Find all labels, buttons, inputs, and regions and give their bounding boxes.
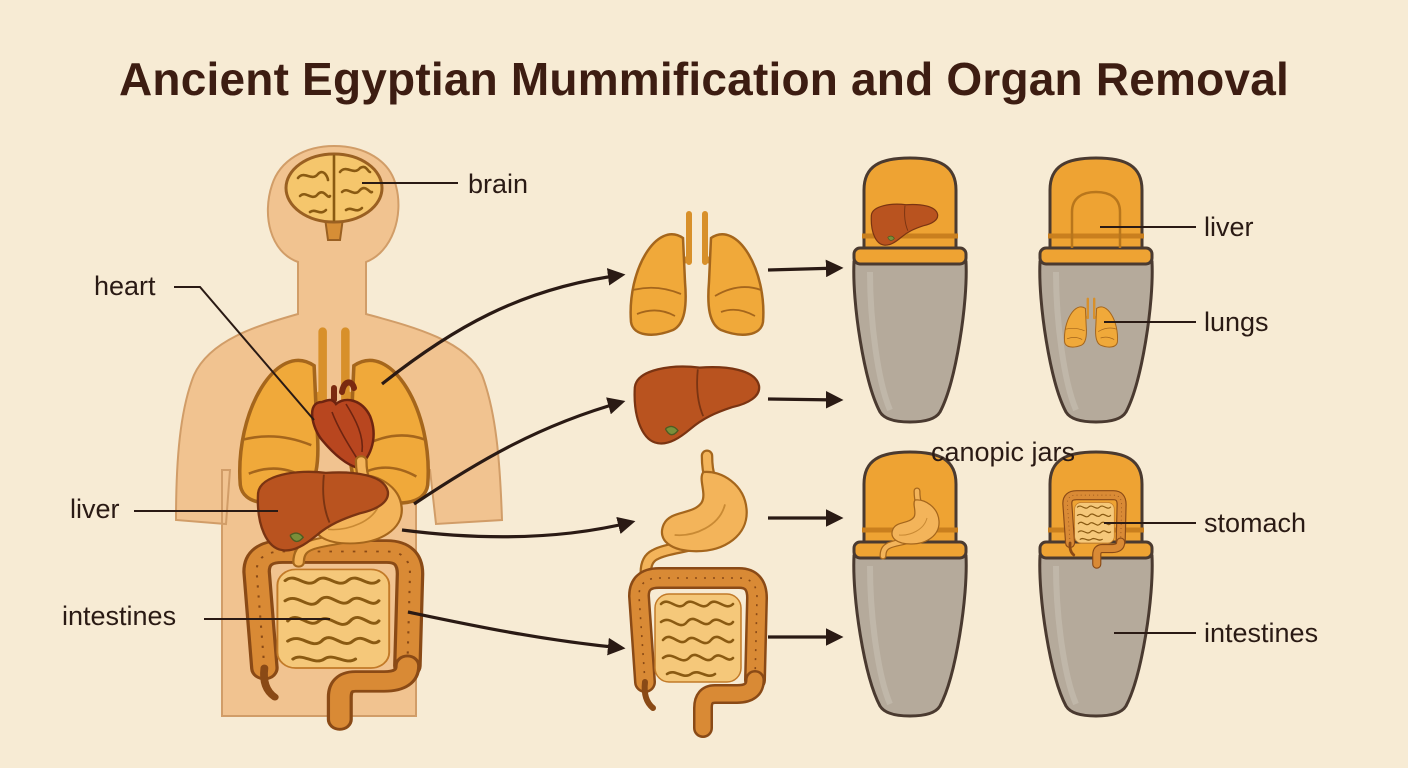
arrow-stomach-out (401, 516, 636, 539)
heart-organ (311, 379, 375, 470)
extracted-lungs (631, 214, 764, 335)
label-jar-stomach: stomach (1204, 508, 1306, 538)
extracted-intestines (639, 578, 757, 728)
canopic-jar-2 (1040, 158, 1152, 422)
arrow-to-jar-2 (767, 391, 844, 409)
jar-face-icon (1070, 190, 1122, 248)
leader-heart (174, 286, 315, 421)
label-jar-intestines: intestines (1204, 618, 1318, 648)
label-heart: heart (94, 271, 156, 301)
canopic-jar-4 (1040, 452, 1152, 716)
extracted-liver (633, 365, 761, 445)
body-figure (174, 144, 504, 720)
arrow-liver-out (413, 397, 626, 506)
brain-organ (284, 152, 384, 241)
arrow-to-jar-1 (767, 259, 844, 278)
canopic-jar-3 (854, 452, 966, 716)
arrow-lungs-out (381, 268, 626, 386)
label-jar-lungs: lungs (1204, 307, 1269, 337)
label-canopic-jars: canopic jars (931, 437, 1075, 467)
extracted-stomach (646, 456, 747, 573)
label-brain: brain (468, 169, 528, 199)
page-title: Ancient Egyptian Mummification and Organ… (119, 53, 1289, 105)
label-jar-liver: liver (1204, 212, 1254, 242)
arrow-intestines-out (407, 610, 626, 656)
label-intestines: intestines (62, 601, 176, 631)
label-liver: liver (70, 494, 120, 524)
canopic-jar-1 (854, 158, 966, 422)
